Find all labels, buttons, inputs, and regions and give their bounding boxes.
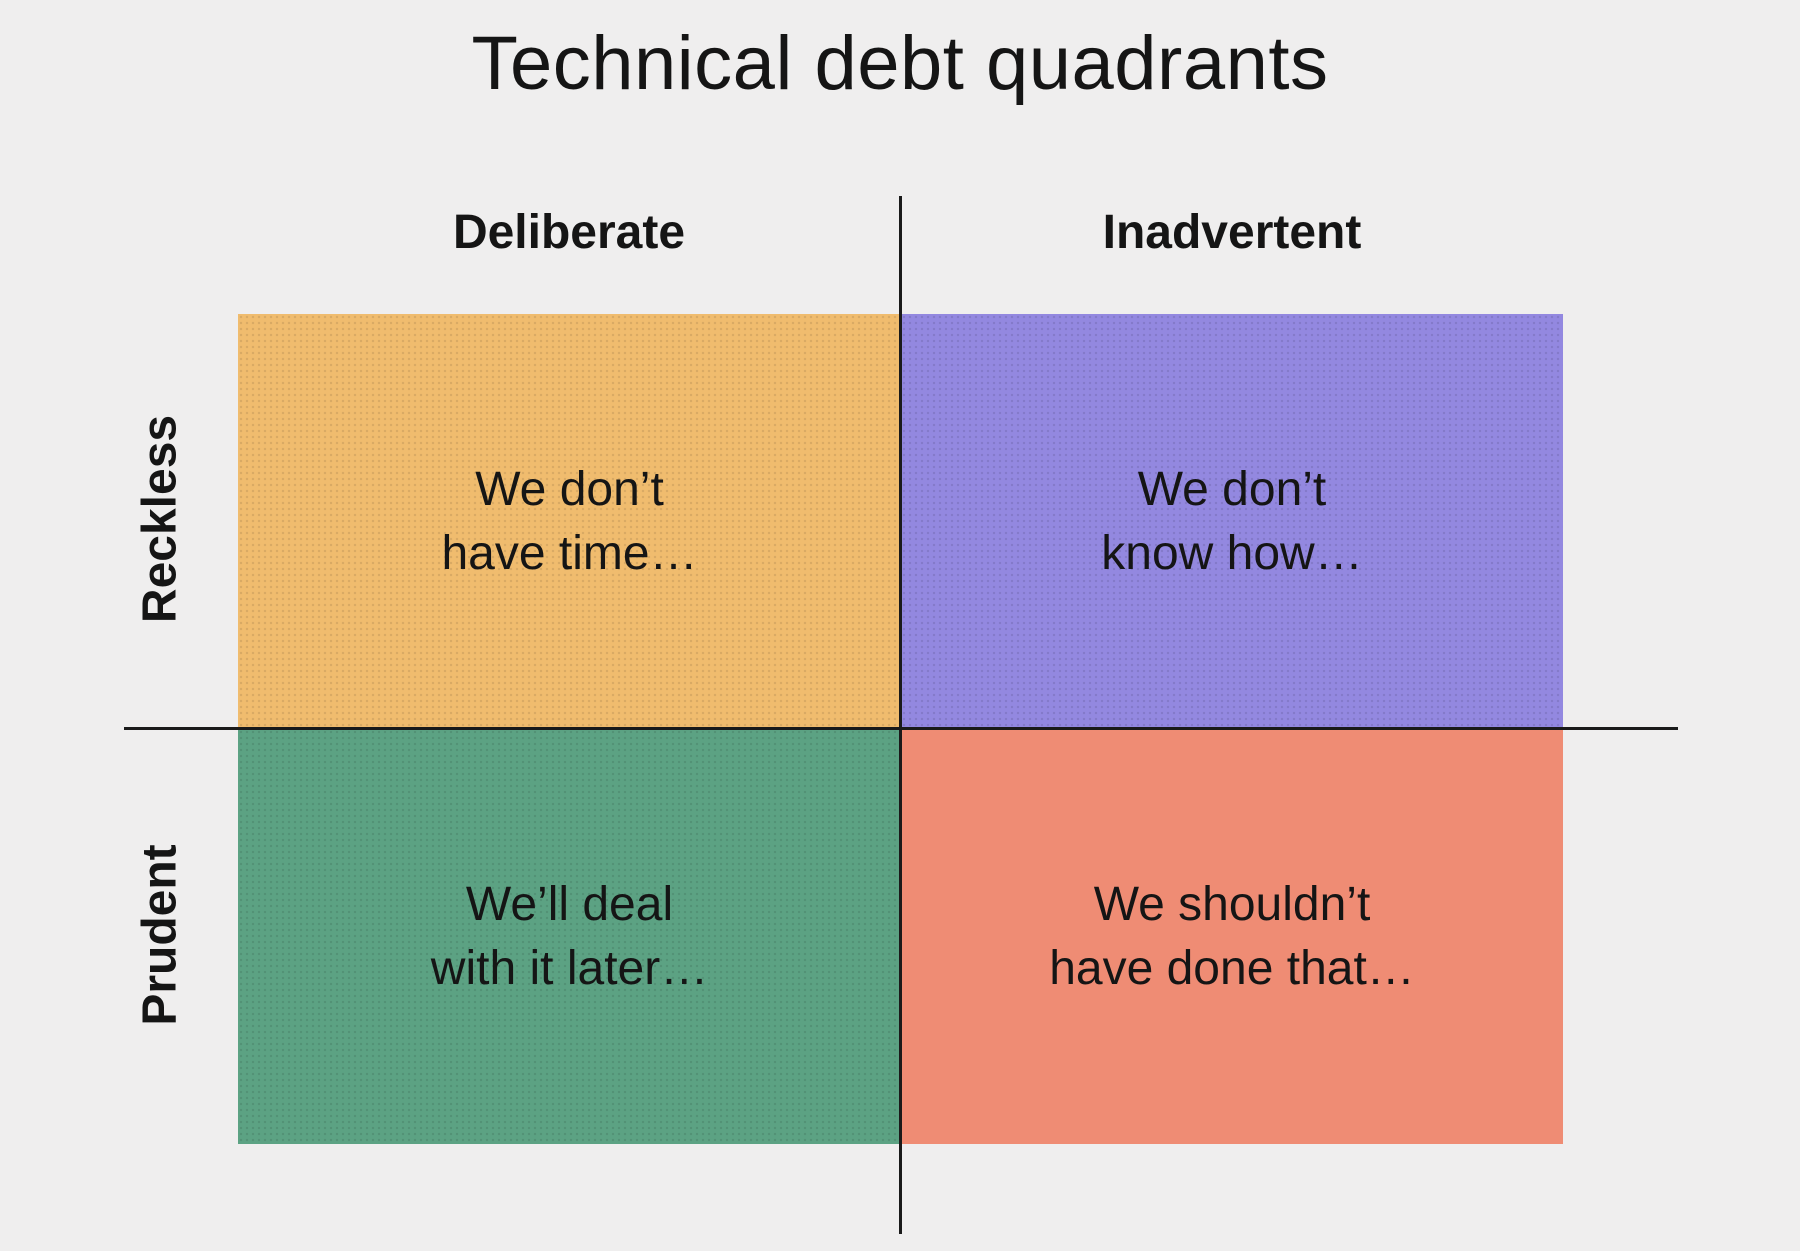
quadrant-prudent-inadvertent: We shouldn’t have done that… [901,729,1563,1144]
quadrant-text-line: We shouldn’t [1093,877,1371,931]
quadrant-text-line: have done that… [1049,941,1415,995]
diagram-title: Technical debt quadrants [471,21,1329,106]
row-label-reckless: Reckless [133,414,187,624]
vertical-axis-line [899,196,902,1234]
quadrant-text-line: We don’t [475,462,664,516]
quadrant-text: We don’t know how… [934,458,1530,586]
quadrant-reckless-deliberate: We don’t have time… [238,314,901,729]
column-label-deliberate: Deliberate [452,206,686,259]
quadrant-text: We don’t have time… [271,458,868,586]
quadrant-text-line: We’ll deal [465,877,674,931]
quadrant-text-line: with it later… [430,941,709,995]
column-label-inadvertent: Inadvertent [1102,206,1362,259]
quadrant-reckless-inadvertent: We don’t know how… [901,314,1563,729]
quadrant-text: We’ll deal with it later… [271,873,868,1001]
quadrant-text-line: know how… [1101,526,1363,580]
quadrant-text: We shouldn’t have done that… [934,873,1530,1001]
horizontal-axis-line [124,727,1678,730]
quadrant-text-line: We don’t [1137,462,1327,516]
row-label-prudent: Prudent [133,844,187,1026]
quadrant-text-line: have time… [441,526,698,580]
quadrant-prudent-deliberate: We’ll deal with it later… [238,729,901,1144]
